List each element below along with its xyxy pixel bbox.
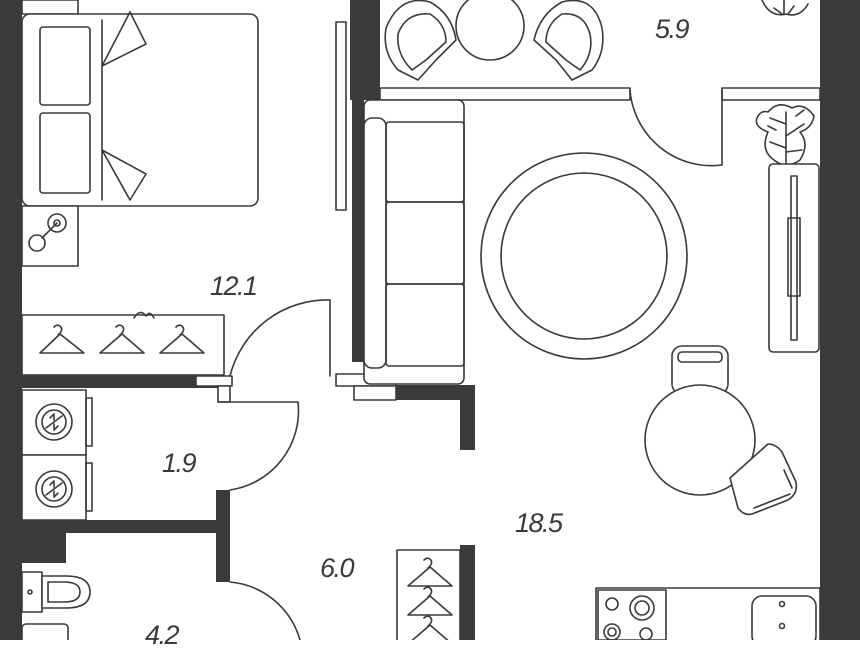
bed-icon <box>21 0 259 207</box>
hanger-icon <box>411 615 449 640</box>
plant-icon <box>761 0 809 16</box>
chair-icon <box>729 443 798 516</box>
hanger-icon <box>407 557 453 587</box>
toilet-icon <box>21 571 91 613</box>
room-area-loggia: 5.9 <box>655 14 690 44</box>
sink-icon <box>21 623 69 640</box>
armchair-icon <box>384 0 457 81</box>
bedside-lamp-icon <box>21 205 79 267</box>
washing-machine-icon <box>21 454 93 521</box>
room-area-hall: 6.0 <box>320 553 355 583</box>
sink-icon <box>751 595 817 640</box>
door-icon <box>629 89 723 167</box>
hanger-icon <box>99 324 145 354</box>
armchair-icon <box>533 0 604 81</box>
hanger-icon <box>39 324 85 354</box>
tv-stand-icon <box>768 163 820 353</box>
door-icon <box>229 581 301 640</box>
room-area-bathroom: 4.2 <box>145 620 180 650</box>
door-icon <box>217 401 300 491</box>
washing-machine-icon <box>21 389 93 456</box>
plant-icon <box>755 104 815 167</box>
sofa-icon <box>363 99 465 385</box>
coffee-table-icon <box>480 152 688 360</box>
stove-icon <box>597 589 667 640</box>
room-area-laundry: 1.9 <box>162 448 197 478</box>
window-frames <box>195 21 821 403</box>
round-table-icon <box>455 0 525 61</box>
room-area-living: 18.5 <box>515 508 563 538</box>
hanger-icon <box>159 324 205 354</box>
door-icon <box>229 299 331 377</box>
room-area-bedroom: 12.1 <box>210 271 258 301</box>
dining-table-icon <box>644 384 756 496</box>
hanger-icon <box>407 586 453 616</box>
